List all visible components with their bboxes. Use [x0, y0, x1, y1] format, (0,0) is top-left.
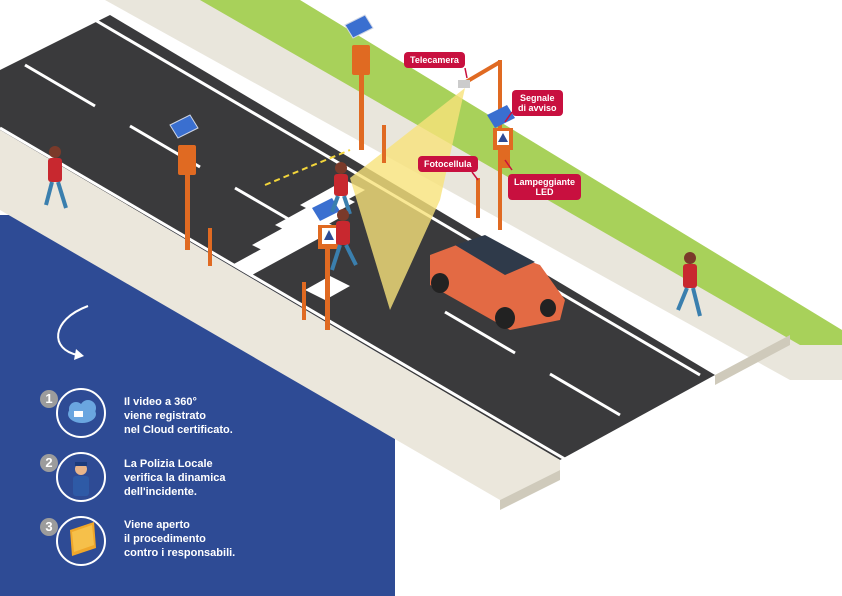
- bollards: [208, 125, 480, 320]
- photocell-beam: [264, 149, 351, 186]
- step-2-number: 2: [40, 454, 58, 472]
- solar-pole-left: [169, 114, 199, 250]
- step-1-text: Il video a 360° viene registrato nel Clo…: [124, 396, 233, 436]
- step-3-text: Viene aperto il procedimento contro i re…: [124, 519, 236, 559]
- warning-sign-pole: [487, 105, 515, 230]
- photocell-callout: Fotocellula: [418, 156, 478, 172]
- step-3-number: 3: [40, 518, 58, 536]
- camera-view-cone: [350, 88, 465, 310]
- pedestrian-left: [44, 146, 68, 209]
- far-curb: [715, 335, 790, 385]
- led-light-callout: Lampeggiante LED: [508, 174, 582, 200]
- pedestrian-right: [676, 252, 702, 317]
- road-edge-line-near: [0, 126, 576, 467]
- camera-callout: Telecamera: [404, 52, 465, 68]
- step-1-circle: [56, 388, 106, 438]
- car: [430, 235, 565, 330]
- step-2-text: La Polizia Locale verifica la dinamica d…: [124, 458, 226, 498]
- step-1-number: 1: [40, 390, 58, 408]
- callout-leaders: [464, 67, 513, 181]
- near-sidewalk: [0, 130, 560, 500]
- curved-arrow-icon: [57, 305, 89, 356]
- far-sidewalk: [105, 0, 842, 380]
- step-3-circle: [56, 516, 106, 566]
- step-2-circle: [56, 452, 106, 502]
- pedestrian-crossing-near: [330, 209, 358, 271]
- warning-sign-callout: Segnale di avviso: [512, 90, 563, 116]
- pedestrian-crossing-far: [330, 162, 352, 215]
- solar-pole-far: [344, 14, 374, 150]
- near-curb: [500, 470, 560, 510]
